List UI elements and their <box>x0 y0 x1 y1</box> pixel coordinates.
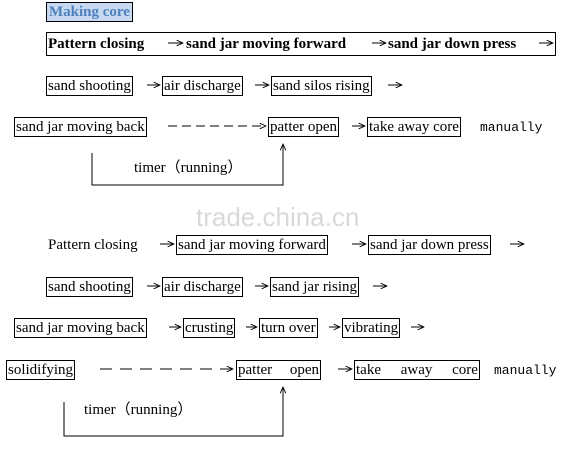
d2-manually-label: manually <box>494 363 557 378</box>
d2-step-turn-over: turn over <box>259 318 318 338</box>
d1-timer-loop <box>91 144 283 186</box>
d2-step-sand-shooting: sand shooting <box>46 277 133 297</box>
d1-step-sand-jar-moving-forward: sand jar moving forward <box>186 36 347 52</box>
d2-step-take-away-core: take away core <box>354 360 480 380</box>
d2-timer-loop <box>63 387 283 437</box>
d2-timer-label: timer（running） <box>84 402 193 418</box>
d2-step-sand-jar-down-press: sand jar down press <box>368 235 491 255</box>
d1-step-air-discharge: air discharge <box>162 76 243 96</box>
d1-step-sand-jar-moving-back: sand jar moving back <box>14 117 147 137</box>
d1-step-sand-shooting: sand shooting <box>46 76 133 96</box>
d2-step-air-discharge: air discharge <box>162 277 243 297</box>
d1-manually-label: manually <box>480 120 543 135</box>
d2-step-pattern-closing: Pattern closing <box>48 237 138 253</box>
d2-step-sand-jar-moving-back: sand jar moving back <box>14 318 147 338</box>
d1-step-sand-jar-down-press: sand jar down press <box>388 36 517 52</box>
d1-row1-frame <box>46 32 556 56</box>
d2-step-solidifying: solidifying <box>6 360 76 380</box>
d2-step-crusting: crusting <box>183 318 236 338</box>
d2-step-patter-open: patter open <box>236 360 322 380</box>
d1-step-patter-open: patter open <box>268 117 340 137</box>
d2-step-vibrating: vibrating <box>342 318 401 338</box>
d1-step-sand-silos-rising: sand silos rising <box>271 76 372 96</box>
diagram-title: Making core <box>46 2 133 22</box>
watermark: trade.china.cn <box>196 202 360 232</box>
d1-step-take-away-core: take away core <box>367 117 461 137</box>
d2-step-sand-jar-rising: sand jar rising <box>270 277 359 297</box>
d1-timer-label: timer（running） <box>134 160 243 176</box>
d2-step-sand-jar-moving-forward: sand jar moving forward <box>176 235 328 255</box>
d1-step-pattern-closing: Pattern closing <box>48 36 145 52</box>
